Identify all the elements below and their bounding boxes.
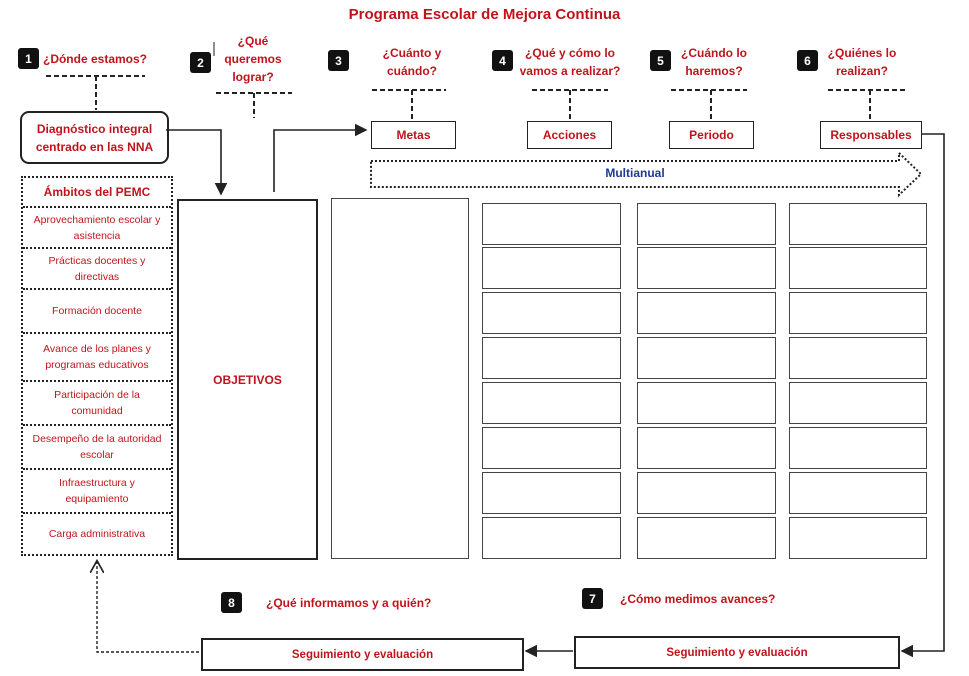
metas-box: Metas <box>371 121 456 149</box>
ambito-item: Infraestructura y equipamiento <box>23 470 171 514</box>
step-number-4: 4 <box>492 50 513 71</box>
responsables-cell <box>789 247 927 289</box>
acciones-cell <box>482 337 621 379</box>
periodo-cell <box>637 517 776 559</box>
responsables-cell <box>789 472 927 514</box>
ambito-item: Desempeño de la autoridad escolar <box>23 426 171 470</box>
acciones-cell <box>482 427 621 469</box>
responsables-cell <box>789 337 927 379</box>
acciones-cell <box>482 247 621 289</box>
ambito-item: Avance de los planes y programas educati… <box>23 334 171 382</box>
periodo-cell <box>637 427 776 469</box>
responsables-cell <box>789 292 927 334</box>
periodo-cell <box>637 292 776 334</box>
step-question-8: ¿Qué informamos y a quién? <box>266 596 432 610</box>
step-question-2: ¿Qué queremos lograr? <box>224 34 282 84</box>
step-question-3: ¿Cuánto y cuándo? <box>382 46 442 78</box>
seguimiento-evaluacion-left: Seguimiento y evaluación <box>201 638 524 671</box>
step-number-2: 2 <box>190 52 211 73</box>
step-question-5: ¿Cuándo lo haremos? <box>681 46 747 78</box>
seguimiento-evaluacion-right: Seguimiento y evaluación <box>574 636 900 669</box>
step-number-8: 8 <box>221 592 242 613</box>
step-question-4: ¿Qué y cómo lo vamos a realizar? <box>519 46 621 78</box>
diagnostico-box: Diagnóstico integral centrado en las NNA <box>20 111 169 164</box>
ambito-item: Carga administrativa <box>48 528 146 540</box>
step-number-1: 1 <box>18 48 39 69</box>
responsables-cell <box>789 382 927 424</box>
responsables-cell <box>789 517 927 559</box>
periodo-cell <box>637 382 776 424</box>
metas-column-box <box>331 198 469 559</box>
periodo-cell <box>637 203 776 245</box>
periodo-cell <box>637 472 776 514</box>
acciones-cell <box>482 203 621 245</box>
ambito-item: Prácticas docentes y directivas <box>23 249 171 290</box>
periodo-box: Periodo <box>669 121 754 149</box>
ambito-item: Aprovechamiento escolar y asistencia <box>23 208 171 249</box>
responsables-cell <box>789 203 927 245</box>
acciones-cell <box>482 292 621 334</box>
step-question-7: ¿Cómo medimos avances? <box>620 592 776 606</box>
ambito-item: Formación docente <box>23 290 171 334</box>
step-number-6: 6 <box>797 50 818 71</box>
acciones-box: Acciones <box>527 121 612 149</box>
responsables-cell <box>789 427 927 469</box>
multianual-label: Multianual <box>605 166 665 180</box>
step-number-5: 5 <box>650 50 671 71</box>
step-number-3: 3 <box>328 50 349 71</box>
acciones-cell <box>482 517 621 559</box>
objetivos-box: OBJETIVOS <box>177 199 318 560</box>
responsables-box: Responsables <box>820 121 922 149</box>
ambito-item: Participación de la comunidad <box>23 382 171 426</box>
acciones-cell <box>482 382 621 424</box>
step-question-1: ¿Dónde estamos? <box>42 52 147 66</box>
page-title: Programa Escolar de Mejora Continua <box>348 6 621 23</box>
periodo-cell <box>637 247 776 289</box>
ambitos-heading: Ámbitos del PEMC <box>23 178 171 208</box>
step-question-6: ¿Quiénes lo realizan? <box>827 46 897 78</box>
acciones-cell <box>482 472 621 514</box>
step-number-7: 7 <box>582 588 603 609</box>
ambitos-panel: Ámbitos del PEMC Aprovechamiento escolar… <box>21 176 173 556</box>
periodo-cell <box>637 337 776 379</box>
